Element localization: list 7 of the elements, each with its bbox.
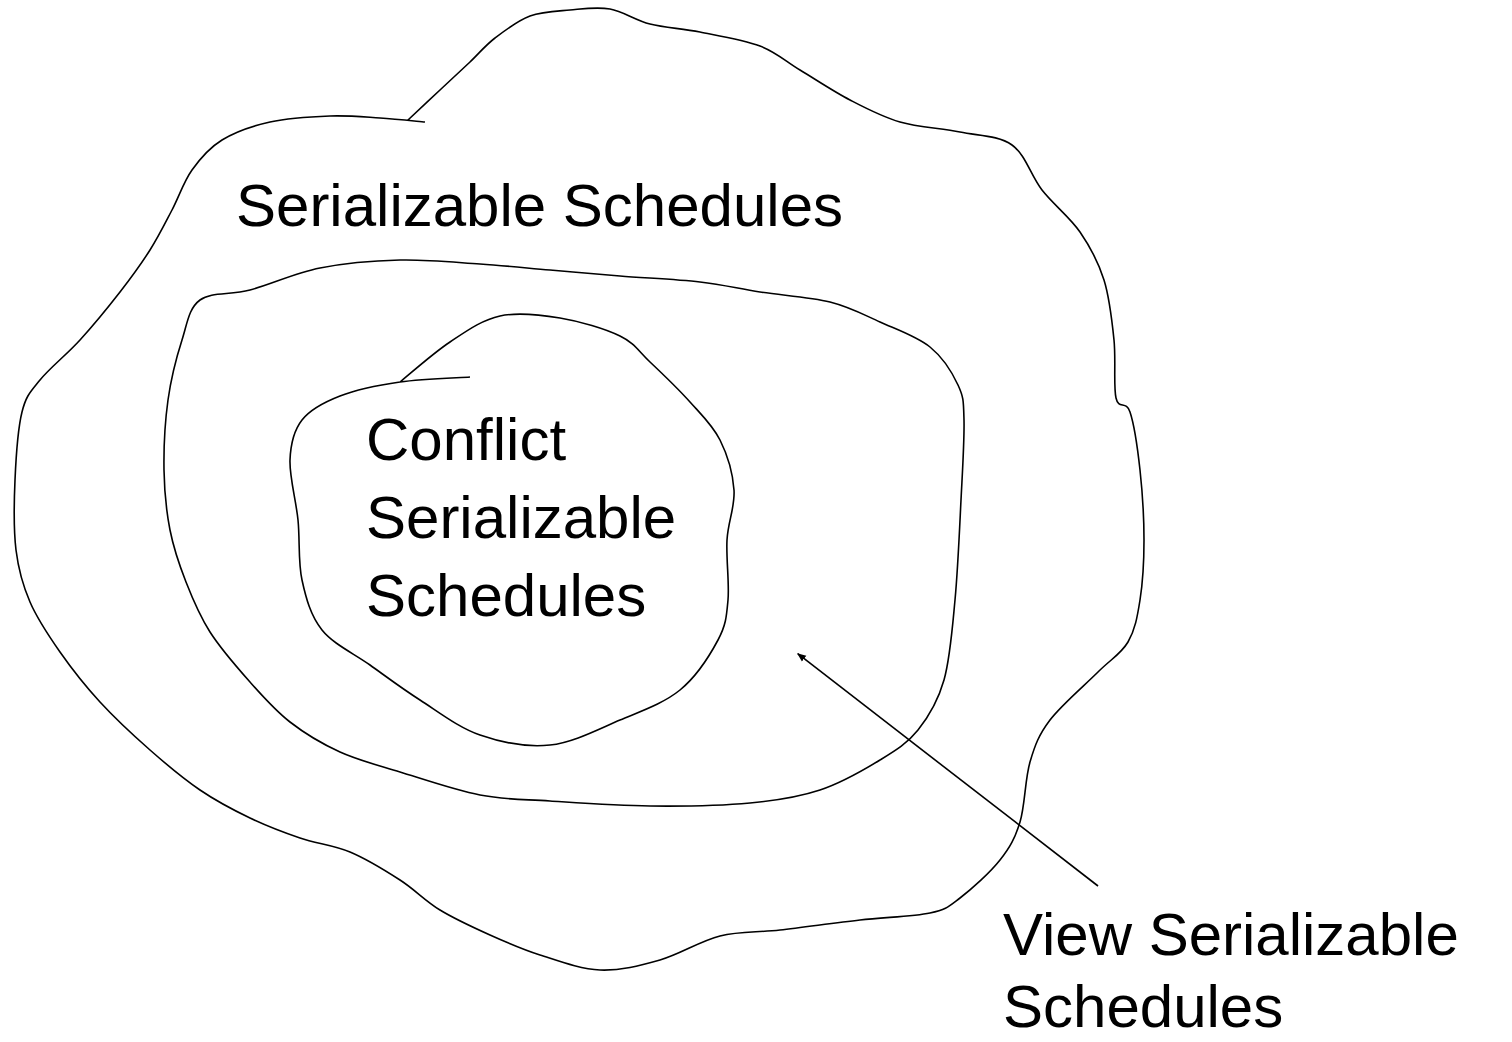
- blob-region: [161, 257, 967, 808]
- blob-region: [287, 312, 737, 748]
- region-label: Serializable Schedules: [236, 171, 845, 241]
- region-label: Conflict Serializable Schedules: [366, 405, 678, 631]
- blob-region: [13, 6, 1147, 974]
- region-label: View Serializable Schedules: [1003, 900, 1460, 1042]
- leader-arrow: [796, 652, 1099, 887]
